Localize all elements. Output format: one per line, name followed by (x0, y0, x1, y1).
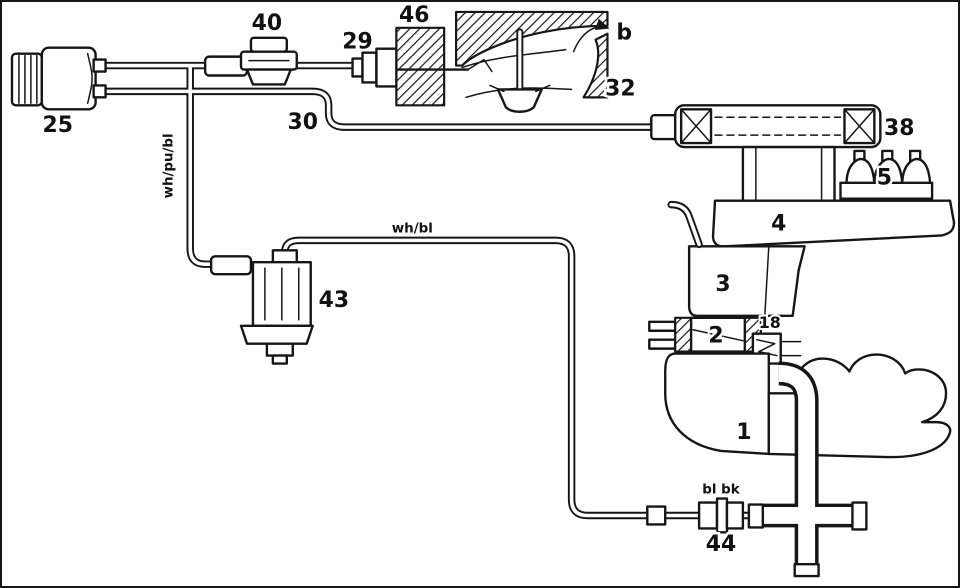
label-40: 40 (252, 11, 282, 36)
wall-hatch-46 (395, 26, 446, 107)
label-4: 4 (771, 211, 786, 236)
label-2: 2 (708, 324, 723, 349)
check-valve-40 (239, 36, 298, 86)
carburetor-3 (667, 200, 806, 318)
throttle-section-2 (648, 316, 762, 353)
poppet-valve (489, 28, 551, 113)
cylinder-head-section-32 (397, 10, 610, 113)
label-43: 43 (319, 288, 349, 313)
component-5 (839, 149, 934, 200)
label-29: 29 (342, 30, 372, 55)
hose-wh-bl (281, 236, 656, 520)
part-labels: 25 40 29 46 32 30 38 5 4 3 2 18 1 43 44 … (40, 2, 917, 560)
air-cleaner-riser (741, 145, 836, 202)
hose-wh-pu-bl (186, 64, 219, 268)
hose-30 (93, 87, 661, 131)
pipe-inlet-connector (747, 503, 765, 529)
label-30: 30 (288, 110, 318, 135)
label-38: 38 (884, 116, 914, 141)
valve-43 (209, 249, 314, 365)
grommet-29 (351, 47, 398, 88)
connector-into-38 (650, 114, 679, 141)
label-44: 44 (706, 532, 736, 557)
hose-color-labels: wh/pu/bl wh/bl bl bk (159, 131, 742, 499)
label-1: 1 (736, 420, 751, 445)
cross-pipe (747, 361, 868, 578)
label-flow-b: b (616, 21, 632, 46)
vacuum-unit-25 (10, 46, 107, 111)
label-46: 46 (399, 3, 429, 28)
reservoir-38 (673, 104, 882, 149)
label-25: 25 (43, 113, 73, 138)
label-5: 5 (877, 166, 892, 191)
label-18: 18 (759, 313, 781, 332)
label-wh-bl: wh/bl (392, 221, 433, 236)
pipe-end-cap-bottom (793, 562, 820, 578)
air-cleaner-4 (711, 199, 956, 248)
label-bl-bk: bl bk (702, 483, 741, 498)
label-32: 32 (605, 76, 635, 101)
connector-44 (646, 497, 745, 534)
flow-arrow-b (572, 18, 610, 53)
pipe-end-cap-right (851, 501, 868, 531)
label-wh-pu-bl: wh/pu/bl (161, 133, 176, 198)
label-3: 3 (715, 272, 730, 297)
